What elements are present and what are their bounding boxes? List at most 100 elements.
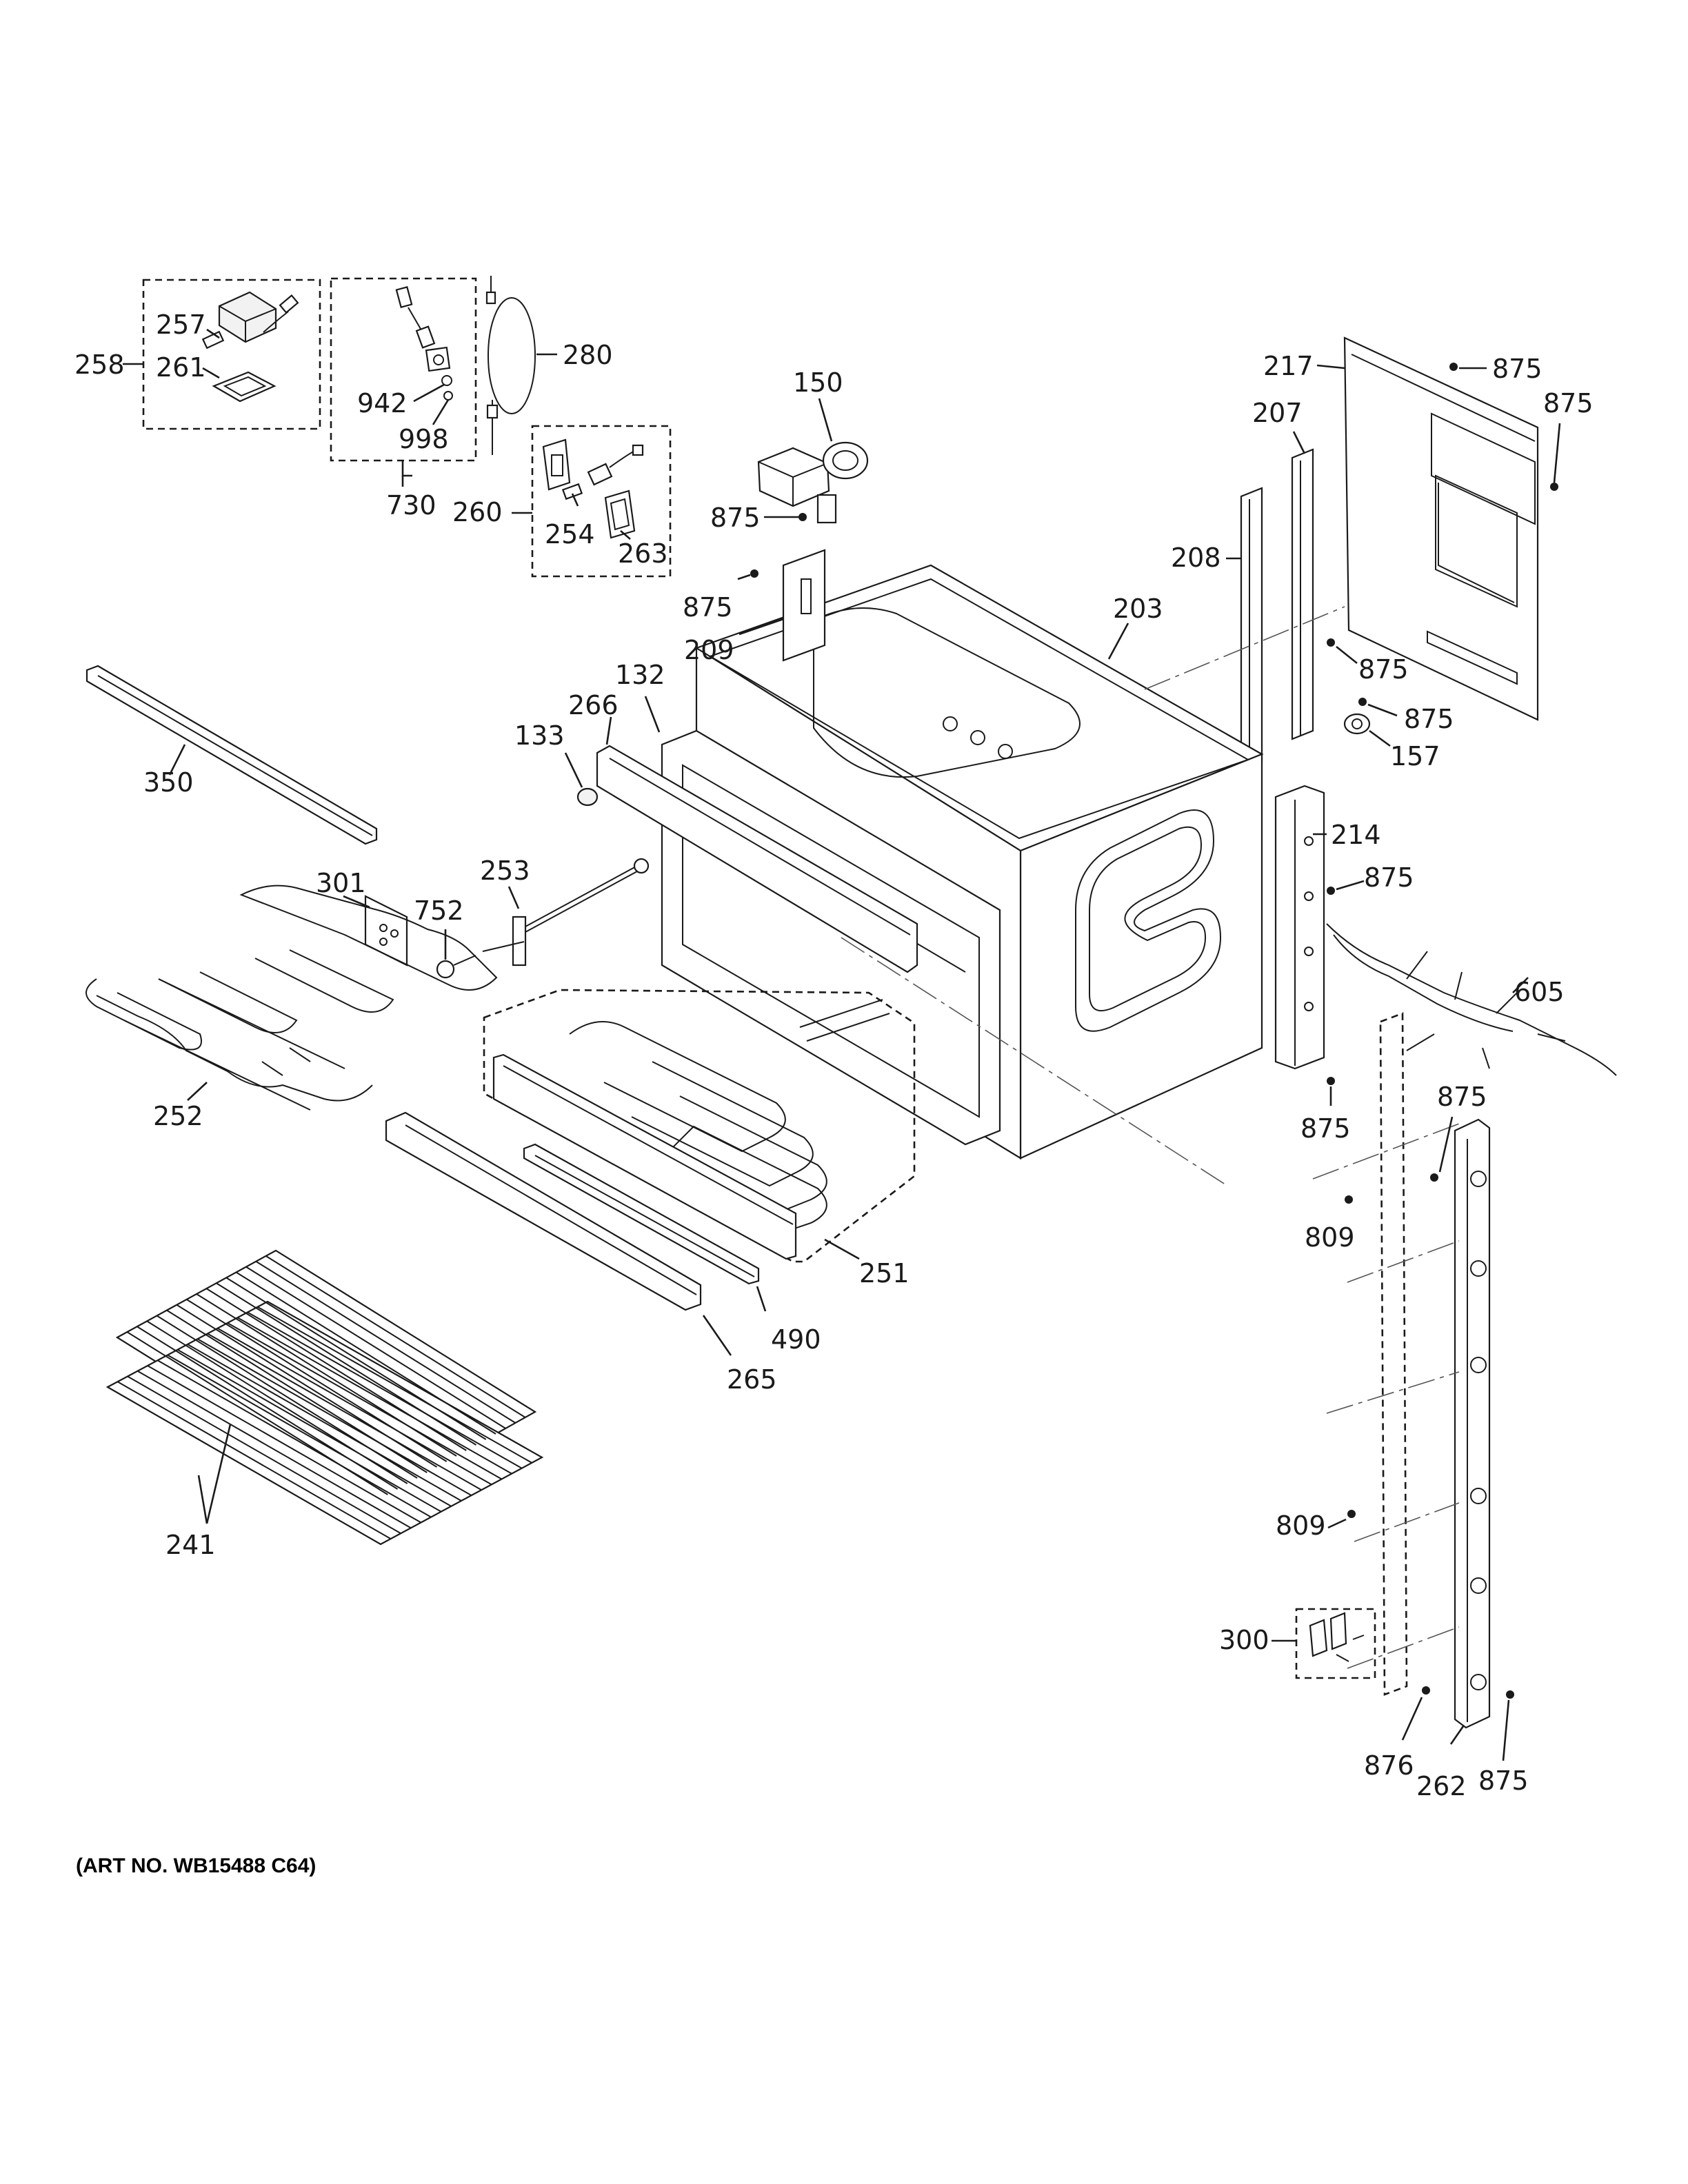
label-942: 942 bbox=[357, 388, 408, 418]
part-301-plate bbox=[343, 895, 408, 967]
label-875-motor: 875 bbox=[710, 503, 761, 533]
label-875-right: 875 bbox=[1543, 388, 1594, 418]
part-209-bracket bbox=[737, 549, 1129, 662]
label-876: 876 bbox=[1364, 1750, 1414, 1781]
rail-hole bbox=[1470, 1260, 1487, 1277]
oven-cavity-body bbox=[596, 564, 1264, 1186]
label-252: 252 bbox=[153, 1101, 203, 1131]
part-265-trim bbox=[385, 1111, 732, 1356]
part-252-broil-element bbox=[86, 884, 498, 1111]
part-251-bake-element bbox=[569, 999, 890, 1238]
part-253-sensor bbox=[482, 858, 650, 967]
part-262-rail bbox=[1449, 1118, 1491, 1745]
label-605: 605 bbox=[1514, 977, 1565, 1007]
art-number-caption: (ART NO. WB15488 C64) bbox=[76, 1854, 316, 1877]
label-260: 260 bbox=[452, 497, 503, 527]
rail-hole bbox=[1470, 1488, 1487, 1504]
kit-260-group bbox=[512, 425, 672, 578]
label-998: 998 bbox=[399, 424, 449, 454]
part-157-thermostat bbox=[1144, 606, 1398, 747]
rail-hole bbox=[1470, 1357, 1487, 1373]
part-208-strip bbox=[1226, 487, 1263, 772]
label-207: 207 bbox=[1252, 398, 1303, 428]
label-875-rail: 875 bbox=[1437, 1082, 1487, 1112]
rack-wire bbox=[217, 1327, 492, 1486]
label-875-bracket: 875 bbox=[683, 592, 733, 623]
fasteners bbox=[1327, 1116, 1514, 1761]
part-350-trim bbox=[86, 665, 378, 845]
callout-labels: 258 257 261 942 998 730 280 260 254 263 … bbox=[74, 310, 1594, 1877]
label-209: 209 bbox=[684, 635, 734, 665]
label-730: 730 bbox=[386, 490, 436, 520]
label-257: 257 bbox=[156, 310, 206, 340]
kit-730-group bbox=[330, 277, 477, 487]
rail-hole bbox=[1470, 1577, 1487, 1594]
label-300: 300 bbox=[1219, 1625, 1269, 1655]
label-875-thermo: 875 bbox=[1404, 704, 1454, 734]
rack-wire bbox=[167, 1354, 442, 1513]
rack-wire bbox=[137, 1370, 412, 1529]
label-208: 208 bbox=[1171, 543, 1221, 573]
part-207-strip bbox=[1291, 431, 1314, 740]
label-265: 265 bbox=[727, 1364, 777, 1395]
label-254: 254 bbox=[545, 519, 595, 549]
label-217: 217 bbox=[1263, 351, 1314, 381]
part-942-sensor bbox=[395, 286, 451, 372]
rack-wire bbox=[235, 1271, 496, 1435]
kit-258-group bbox=[123, 279, 321, 430]
label-875-top: 875 bbox=[1492, 354, 1543, 384]
label-241: 241 bbox=[165, 1530, 216, 1560]
rail-hole bbox=[1470, 1171, 1487, 1187]
label-809-upper: 809 bbox=[1305, 1222, 1355, 1253]
part-262-rail-ghost bbox=[1312, 1012, 1460, 1696]
label-752: 752 bbox=[414, 896, 464, 926]
label-253: 253 bbox=[480, 856, 530, 886]
label-262: 262 bbox=[1416, 1771, 1467, 1801]
part-263-plate bbox=[604, 489, 636, 539]
part-241-racks bbox=[106, 1249, 544, 1546]
label-263: 263 bbox=[618, 538, 668, 569]
rack-wire bbox=[255, 1260, 516, 1424]
rack-wire bbox=[265, 1255, 526, 1418]
rack-wire bbox=[197, 1338, 472, 1496]
rack-wire bbox=[117, 1381, 392, 1539]
part-133-plug bbox=[564, 696, 661, 807]
label-150: 150 bbox=[793, 367, 843, 398]
kit-251-group bbox=[483, 989, 916, 1263]
label-203: 203 bbox=[1113, 594, 1163, 624]
label-157: 157 bbox=[1390, 741, 1440, 771]
rack-wire bbox=[257, 1306, 532, 1464]
label-875-bottom: 875 bbox=[1478, 1766, 1529, 1796]
rack-wire bbox=[247, 1311, 523, 1469]
part-217-back-panel bbox=[1316, 336, 1561, 721]
part-bracket-260 bbox=[542, 438, 571, 491]
part-214-bracket bbox=[1274, 785, 1365, 1106]
rack-wire bbox=[187, 1344, 462, 1502]
label-266: 266 bbox=[568, 690, 619, 720]
label-133: 133 bbox=[514, 720, 565, 751]
rack-wire bbox=[157, 1359, 432, 1518]
rack-wire bbox=[237, 1317, 512, 1475]
part-257-module bbox=[201, 291, 299, 350]
part-998-ring bbox=[441, 375, 453, 401]
rack-wire bbox=[177, 1348, 452, 1507]
label-132: 132 bbox=[615, 660, 665, 690]
label-875-side: 875 bbox=[1364, 862, 1414, 893]
label-261: 261 bbox=[156, 352, 206, 383]
label-490: 490 bbox=[771, 1324, 821, 1355]
part-150-motor bbox=[757, 398, 869, 524]
rack-wire bbox=[127, 1375, 401, 1535]
part-752-screw bbox=[436, 929, 476, 979]
part-261-gasket bbox=[212, 371, 277, 403]
part-490-trim bbox=[523, 1143, 767, 1312]
part-251-front-panel bbox=[492, 1053, 797, 1260]
label-875-mid: 875 bbox=[1358, 654, 1409, 685]
rack-wire bbox=[227, 1322, 502, 1480]
part-280-probe bbox=[485, 276, 557, 455]
rack-wire bbox=[147, 1365, 421, 1524]
label-350: 350 bbox=[143, 767, 194, 798]
kit-300-group bbox=[1272, 1608, 1376, 1679]
rack-wire bbox=[245, 1266, 506, 1429]
label-809-lower: 809 bbox=[1276, 1510, 1326, 1541]
